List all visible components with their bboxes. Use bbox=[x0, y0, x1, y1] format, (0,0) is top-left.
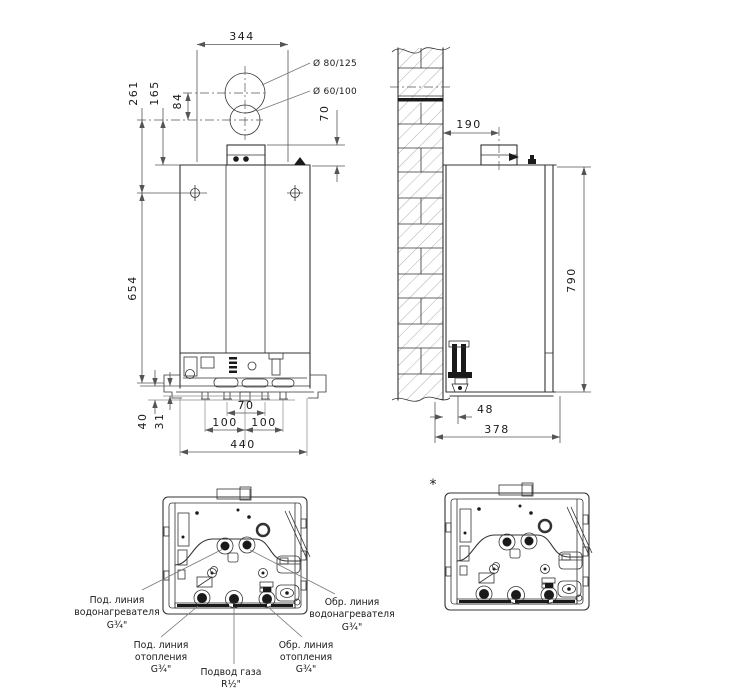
dim-text-378: 378 bbox=[484, 423, 510, 436]
mounting-holes bbox=[137, 185, 303, 201]
svg-text:G¾": G¾" bbox=[342, 622, 363, 633]
dim-378: 378 bbox=[434, 396, 561, 443]
variant-asterisk: * bbox=[430, 477, 437, 493]
dim-text-48: 48 bbox=[477, 403, 494, 416]
svg-text:Обр. линия: Обр. линия bbox=[325, 597, 380, 608]
label-heating-return: Обр. линия отопления G¾" bbox=[279, 640, 334, 675]
dim-84: 84 bbox=[171, 93, 191, 121]
label-flue-small: Ø 60/100 bbox=[313, 86, 357, 97]
dim-text-70-conn: 70 bbox=[238, 399, 255, 412]
dim-text-100-right: 100 bbox=[251, 416, 277, 429]
dim-654: 654 bbox=[126, 192, 164, 384]
label-gas-supply: Подвод газа R½" bbox=[201, 667, 262, 690]
label-flue-large: Ø 80/125 bbox=[313, 58, 357, 69]
boiler-body-front bbox=[179, 164, 311, 389]
dim-100-100: 100 100 bbox=[204, 416, 284, 433]
bottom-view-left bbox=[161, 485, 312, 616]
dim-48: 48 bbox=[430, 396, 494, 424]
front-view: 344 Ø 80/125 Ø 60/100 261 165 84 bbox=[126, 30, 357, 456]
flue-labels: Ø 80/125 Ø 60/100 bbox=[256, 58, 357, 112]
svg-text:отопления: отопления bbox=[280, 652, 332, 663]
wall-section bbox=[390, 46, 451, 402]
svg-text:G¾": G¾" bbox=[296, 664, 317, 675]
flue-openings bbox=[137, 66, 268, 140]
dim-text-440: 440 bbox=[230, 438, 256, 451]
dim-text-261: 261 bbox=[127, 80, 140, 106]
dim-165: 165 bbox=[148, 80, 180, 166]
gas-stub bbox=[239, 391, 251, 402]
dim-text-84: 84 bbox=[171, 93, 184, 110]
gas-valve-side bbox=[448, 340, 472, 393]
flue-collar bbox=[226, 144, 306, 166]
dim-text-654: 654 bbox=[126, 275, 139, 301]
side-view: 190 790 48 378 bbox=[390, 46, 591, 443]
svg-text:отопления: отопления bbox=[135, 652, 187, 663]
label-heating-supply: Под. линия отопления G¾" bbox=[134, 640, 189, 675]
dim-text-40: 40 bbox=[136, 413, 149, 430]
svg-text:G¾": G¾" bbox=[107, 620, 128, 631]
boiler-body-side bbox=[442, 155, 557, 397]
dim-text-190: 190 bbox=[456, 118, 482, 131]
dim-70-collar: 70 bbox=[267, 105, 345, 182]
dim-70-connections: 70 bbox=[226, 399, 266, 416]
svg-text:Под. линия: Под. линия bbox=[134, 640, 189, 651]
svg-text:водонагревателя: водонагревателя bbox=[74, 607, 159, 618]
dim-440: 440 bbox=[179, 438, 308, 455]
dim-190: 190 bbox=[442, 118, 500, 136]
svg-text:Под. линия: Под. линия bbox=[90, 595, 145, 606]
label-dhw-return: Обр. линия водонагревателя G¾" bbox=[309, 597, 394, 633]
dim-text-70-collar: 70 bbox=[318, 105, 331, 122]
svg-text:водонагревателя: водонагревателя bbox=[309, 609, 394, 620]
dim-31: 31 bbox=[140, 372, 270, 430]
bracket-foot-left bbox=[163, 374, 182, 399]
dim-344: 344 bbox=[196, 30, 289, 162]
dim-text-100-left: 100 bbox=[212, 416, 238, 429]
label-dhw-supply: Под. линия водонагревателя G¾" bbox=[74, 595, 159, 631]
bottom-view-right bbox=[443, 481, 594, 612]
connection-extensions bbox=[179, 398, 308, 456]
svg-text:Обр. линия: Обр. линия bbox=[279, 640, 334, 651]
datum-triangle bbox=[294, 157, 306, 165]
connection-leaders bbox=[141, 548, 336, 664]
flue-stub-side bbox=[480, 127, 519, 172]
dim-text-790: 790 bbox=[565, 267, 578, 293]
svg-text:Подвод газа: Подвод газа bbox=[201, 667, 262, 678]
bracket-foot-right bbox=[308, 374, 327, 399]
wall-break-bottom bbox=[391, 396, 451, 402]
dim-261: 261 bbox=[127, 80, 145, 194]
hydraulic-assembly bbox=[163, 352, 327, 402]
svg-text:R½": R½" bbox=[221, 679, 241, 690]
connection-labels: Под. линия водонагревателя G¾" Под. лини… bbox=[74, 595, 394, 690]
dim-text-165: 165 bbox=[148, 80, 161, 106]
dim-text-344: 344 bbox=[229, 30, 255, 43]
dim-790: 790 bbox=[557, 166, 591, 393]
wall-break-top bbox=[391, 46, 451, 54]
svg-text:G¾": G¾" bbox=[151, 664, 172, 675]
dim-text-31: 31 bbox=[153, 413, 166, 430]
